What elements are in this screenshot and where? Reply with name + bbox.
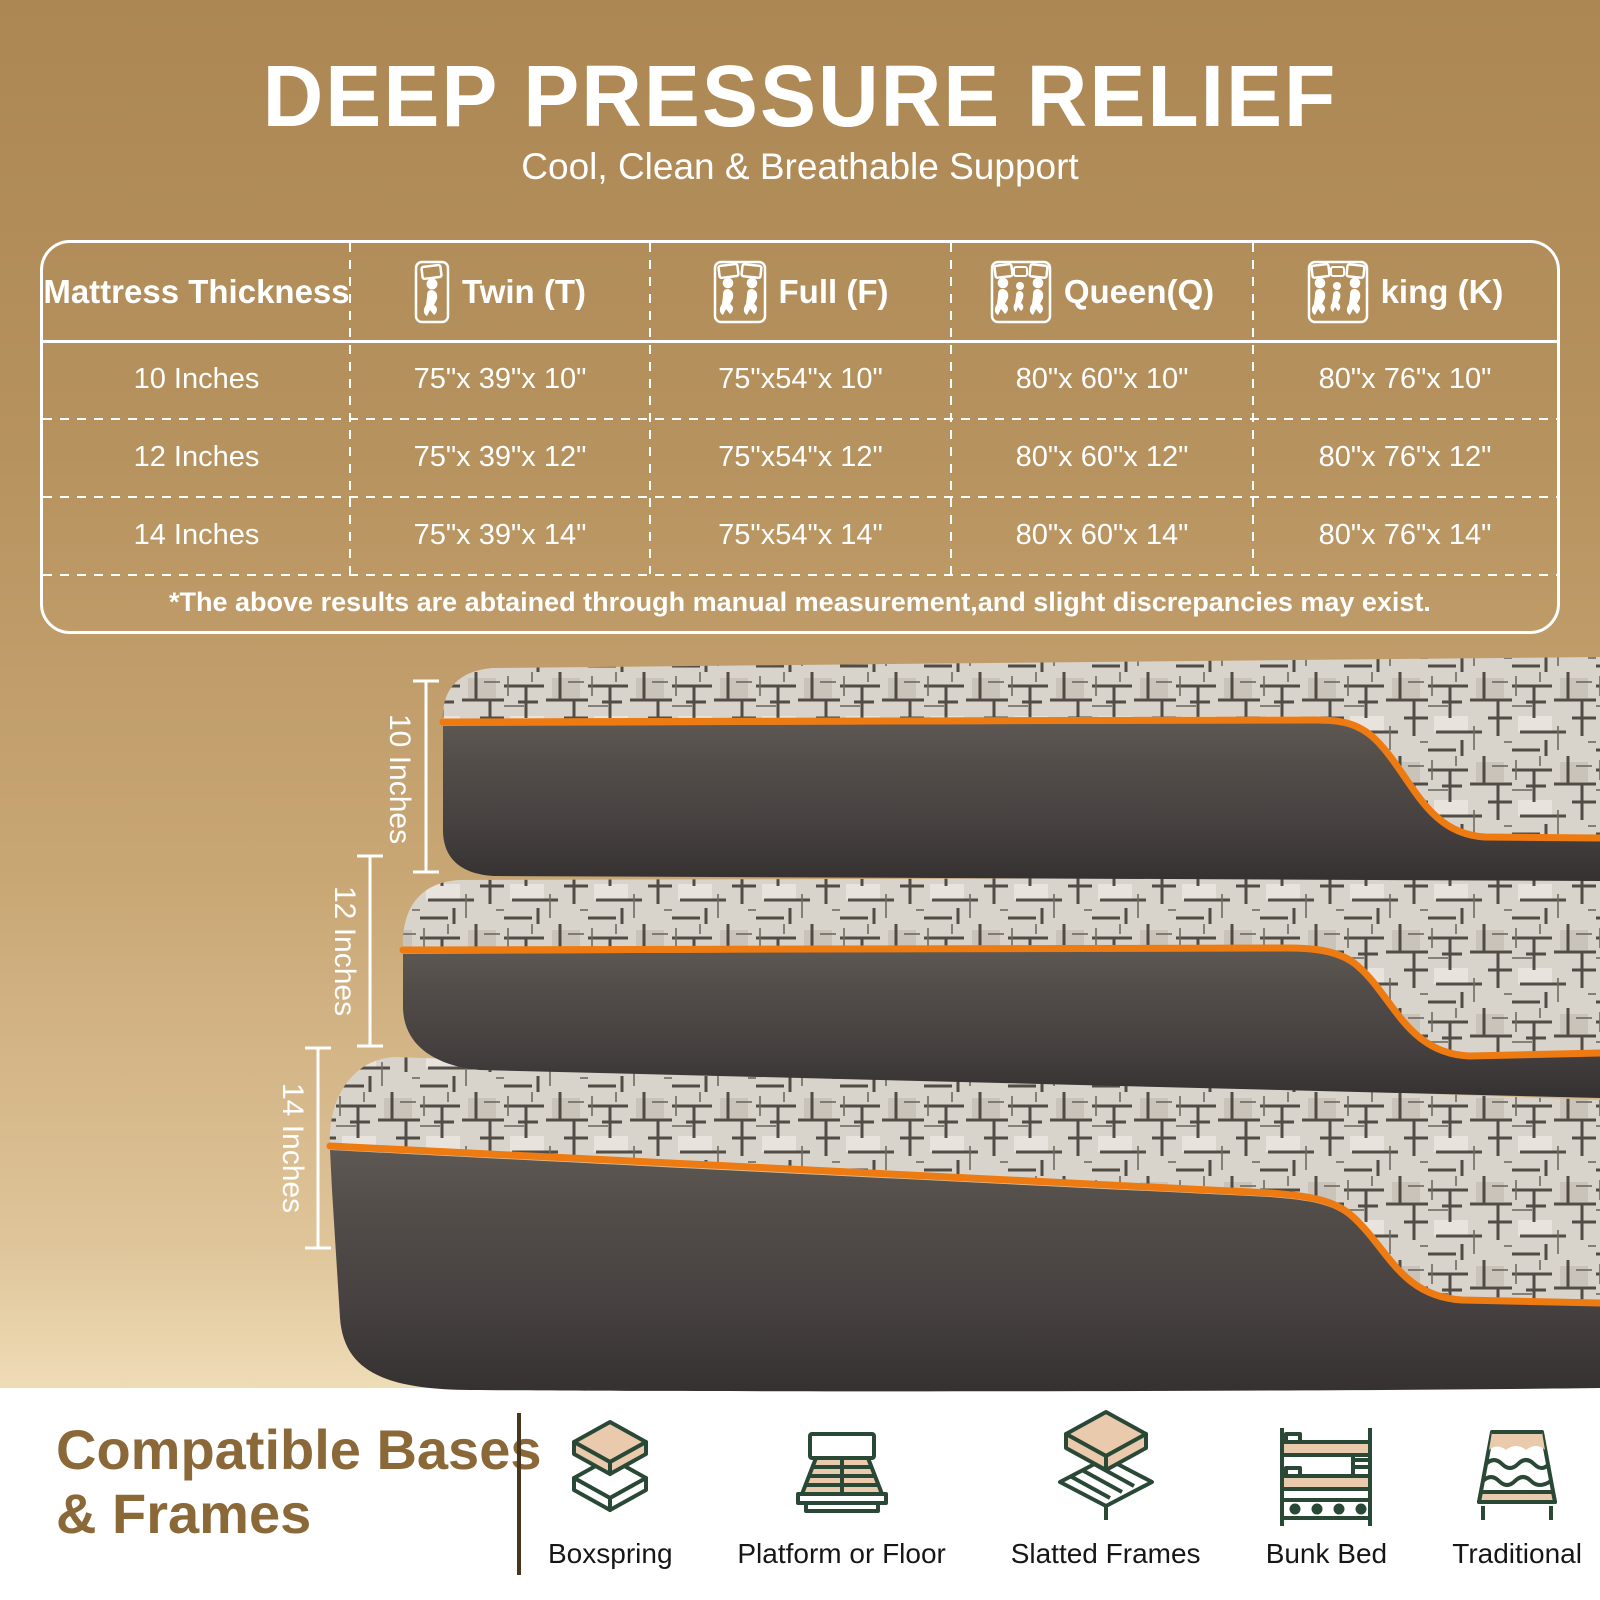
queen-sleepers-icon: [990, 260, 1052, 323]
table-cell: 80"x 76"x 12": [1318, 440, 1492, 473]
table-footnote: *The above results are abtained through …: [169, 587, 1431, 617]
base-item-traditional: Traditional: [1452, 1414, 1582, 1570]
compat-heading-line1: Compatible Bases: [56, 1418, 542, 1481]
column-header-twin: Twin (T): [350, 243, 650, 340]
table-cell: 80"x 60"x 10": [1015, 362, 1189, 395]
table-cell: 10 Inches: [133, 362, 260, 395]
table-cell: 80"x 60"x 14": [1015, 518, 1189, 551]
row-separator: [43, 418, 1557, 420]
table-cell: 14 Inches: [133, 518, 260, 551]
table-cell: 80"x 76"x 14": [1318, 518, 1492, 551]
compatible-bases-row: Boxspring Platform or Floor: [548, 1392, 1582, 1570]
thickness-label-14: 14 Inches: [276, 1082, 309, 1214]
mattress-10-inch: [439, 657, 1600, 881]
full-sleepers-icon: [713, 260, 766, 323]
column-header-label: Queen(Q): [1063, 272, 1215, 310]
table-cell: 75"x54"x 12": [718, 440, 883, 473]
table-cell: 75"x 39"x 12": [413, 440, 587, 473]
compat-heading: Compatible Bases & Frames: [56, 1418, 542, 1547]
table-cell: 75"x 39"x 14": [413, 518, 587, 551]
table-cell: 80"x 76"x 10": [1318, 362, 1492, 395]
slatted-frames-icon: [1057, 1410, 1154, 1520]
column-header-thickness: Mattress Thickness: [43, 243, 350, 340]
base-item-boxspring: Boxspring: [548, 1414, 673, 1570]
compat-heading-line2: & Frames: [56, 1482, 312, 1546]
column-header-label: Mattress Thickness: [43, 272, 350, 310]
base-item-slatted: Slatted Frames: [1011, 1406, 1201, 1570]
row-separator: [43, 496, 1557, 498]
mattress-14-inch: [326, 1057, 1600, 1392]
table-cell: 75"x54"x 10": [718, 362, 883, 395]
boxspring-icon: [572, 1420, 649, 1512]
column-header-label: Twin (T): [461, 272, 586, 310]
column-header-label: king (K): [1380, 272, 1504, 310]
row-separator: [43, 574, 1557, 576]
thickness-label-10: 10 Inches: [383, 713, 416, 845]
table-cell: 75"x 39"x 10": [413, 362, 587, 395]
column-separator: [649, 243, 651, 574]
table-cell: 75"x54"x 14": [718, 518, 883, 551]
base-item-label: Traditional: [1452, 1538, 1582, 1569]
column-separator: [950, 243, 952, 574]
base-item-bunkbed: Bunk Bed: [1265, 1414, 1387, 1570]
base-item-label: Bunk Bed: [1265, 1538, 1388, 1569]
header-separator: [43, 340, 1557, 343]
column-header-king: king (K): [1253, 243, 1557, 340]
size-table: Mattress Thickness Twin (T): [40, 240, 1560, 634]
vertical-divider: [517, 1413, 521, 1575]
twin-sleeper-icon: [414, 260, 450, 323]
bunk-bed-icon: [1280, 1428, 1373, 1526]
column-separator: [349, 243, 351, 574]
page-title: DEEP PRESSURE RELIEF: [262, 47, 1338, 145]
platform-or-floor-icon: [795, 1432, 888, 1513]
page-subtitle: Cool, Clean & Breathable Support: [521, 146, 1079, 187]
column-header-queen: Queen(Q): [951, 243, 1253, 340]
traditional-icon: [1477, 1430, 1558, 1520]
base-item-label: Slatted Frames: [1010, 1538, 1201, 1569]
king-sleepers-icon: [1307, 260, 1368, 323]
column-separator: [1252, 243, 1254, 574]
base-item-platform: Platform or Floor: [737, 1414, 946, 1570]
measurement-line-10: [413, 679, 439, 874]
base-item-label: Platform or Floor: [737, 1538, 946, 1569]
column-header-full: Full (F): [650, 243, 951, 340]
mattress-12-inch: [399, 877, 1600, 1098]
table-cell: 12 Inches: [133, 440, 260, 473]
base-item-label: Boxspring: [548, 1538, 673, 1569]
table-cell: 80"x 60"x 12": [1015, 440, 1189, 473]
column-header-label: Full (F): [778, 272, 889, 310]
thickness-label-12: 12 Inches: [328, 885, 361, 1017]
